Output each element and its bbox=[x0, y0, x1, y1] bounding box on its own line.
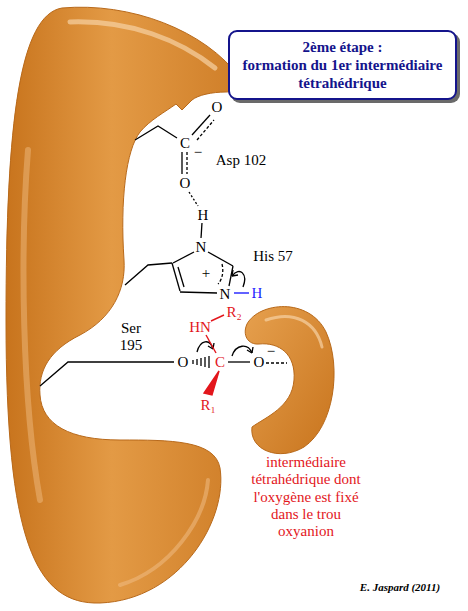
title-text: 2ème étape : bbox=[240, 38, 445, 56]
signature: E. Jaspard (2011) bbox=[360, 582, 440, 593]
atom: O bbox=[178, 355, 189, 370]
atom: C bbox=[215, 355, 225, 370]
atom: N bbox=[196, 240, 207, 255]
charge: − bbox=[194, 145, 202, 160]
enzyme-body bbox=[6, 7, 241, 603]
bonds bbox=[40, 115, 287, 386]
substituent: R₂ bbox=[226, 305, 241, 320]
title-text: formation du 1er intermédiaire tétrahédr… bbox=[240, 56, 445, 92]
atom: O bbox=[254, 355, 265, 370]
atom: O bbox=[212, 100, 223, 115]
atom: H bbox=[252, 286, 263, 301]
atom: H bbox=[198, 208, 209, 223]
annotation: intermédiaire tétrahédrique dont l'oxygè… bbox=[244, 454, 369, 540]
residue-name: Ser 195 bbox=[114, 320, 148, 355]
atom: HN bbox=[189, 320, 211, 335]
residue-name: His 57 bbox=[253, 249, 293, 264]
atom: N bbox=[220, 287, 231, 302]
atom: C bbox=[180, 136, 190, 151]
substituent: R₁ bbox=[200, 398, 215, 413]
title-box: 2ème étape :formation du 1er intermédiai… bbox=[228, 30, 457, 100]
residue-name: Asp 102 bbox=[216, 153, 266, 168]
charge: + bbox=[202, 266, 210, 281]
oxyanion-hole bbox=[245, 307, 334, 454]
charge: − bbox=[267, 344, 275, 359]
atom: O bbox=[180, 176, 191, 191]
